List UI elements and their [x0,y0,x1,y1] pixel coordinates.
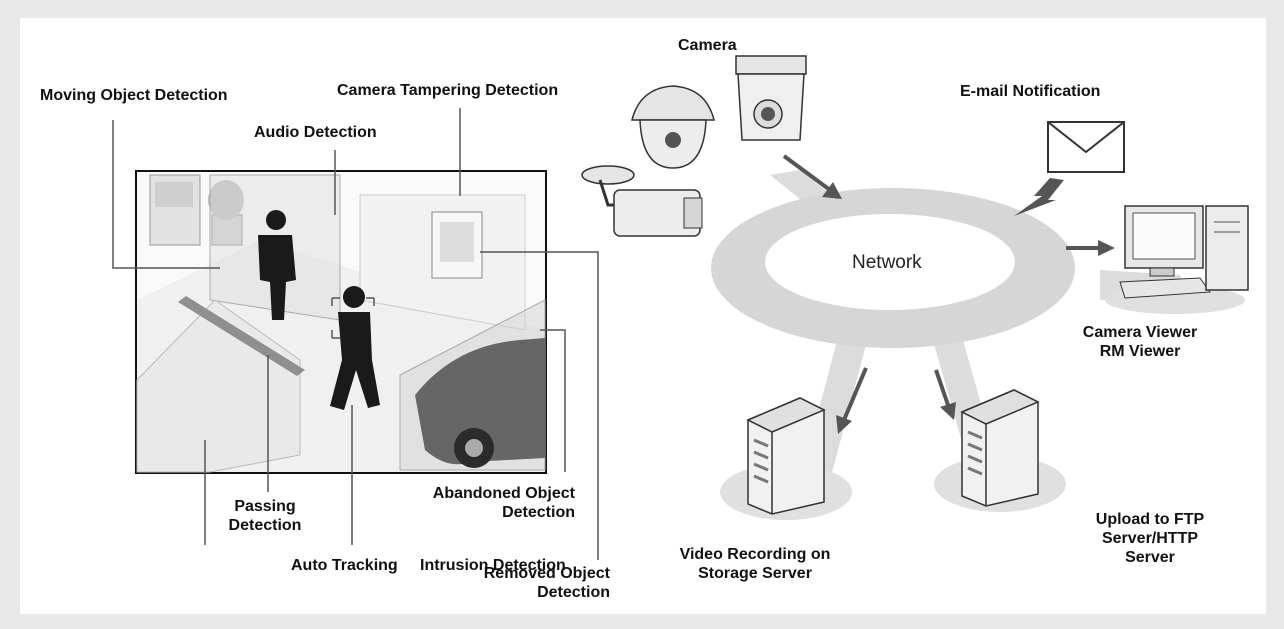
label-network: Network [852,252,922,273]
label-camera: Camera [678,37,737,54]
label-moving-object-detection: Moving Object Detection [40,87,228,104]
label-recording-line2: Storage Server [698,565,812,582]
label-removed-line2: Detection [537,584,610,601]
label-upload-line3: Server [1125,549,1175,566]
label-removed-line1: Removed Object [483,565,610,582]
label-removed-object-detection: Removed Object Detection [430,564,610,602]
label-recording-line1: Video Recording on [679,546,831,563]
label-video-recording: Video Recording on Storage Server [655,545,855,583]
label-upload-ftp-http: Upload to FTP Server/HTTP Server [1080,510,1220,567]
label-camera-viewer-line1: Camera Viewer [1082,324,1198,341]
label-abandoned-line1: Abandoned Object [432,485,575,502]
label-upload-line1: Upload to FTP [1095,511,1205,528]
label-camera-tampering-detection: Camera Tampering Detection [337,82,559,99]
label-passing-line2: Detection [228,517,302,534]
label-camera-viewer-line2: RM Viewer [1099,343,1181,360]
label-audio-detection: Audio Detection [254,124,377,141]
scene-illustration [135,170,547,474]
label-email-notification: E-mail Notification [960,83,1101,100]
label-abandoned-line2: Detection [502,504,575,521]
storage-server-icon [720,397,852,520]
envelope-icon [1047,121,1125,173]
ftp-server-icon [934,389,1066,512]
computer-icon [1105,205,1249,314]
label-passing-line1: Passing [234,498,296,515]
label-auto-tracking: Auto Tracking [291,557,398,574]
label-upload-line2: Server/HTTP [1101,530,1199,547]
label-passing-detection: Passing Detection [225,497,305,535]
network-illustration [711,154,1190,480]
label-camera-viewer: Camera Viewer RM Viewer [1070,323,1210,361]
leader-lines [112,108,599,560]
label-abandoned-object-detection: Abandoned Object Detection [395,484,575,522]
camera-icons [581,55,807,237]
label-intrusion-detection: Intrusion Detection [420,557,566,574]
